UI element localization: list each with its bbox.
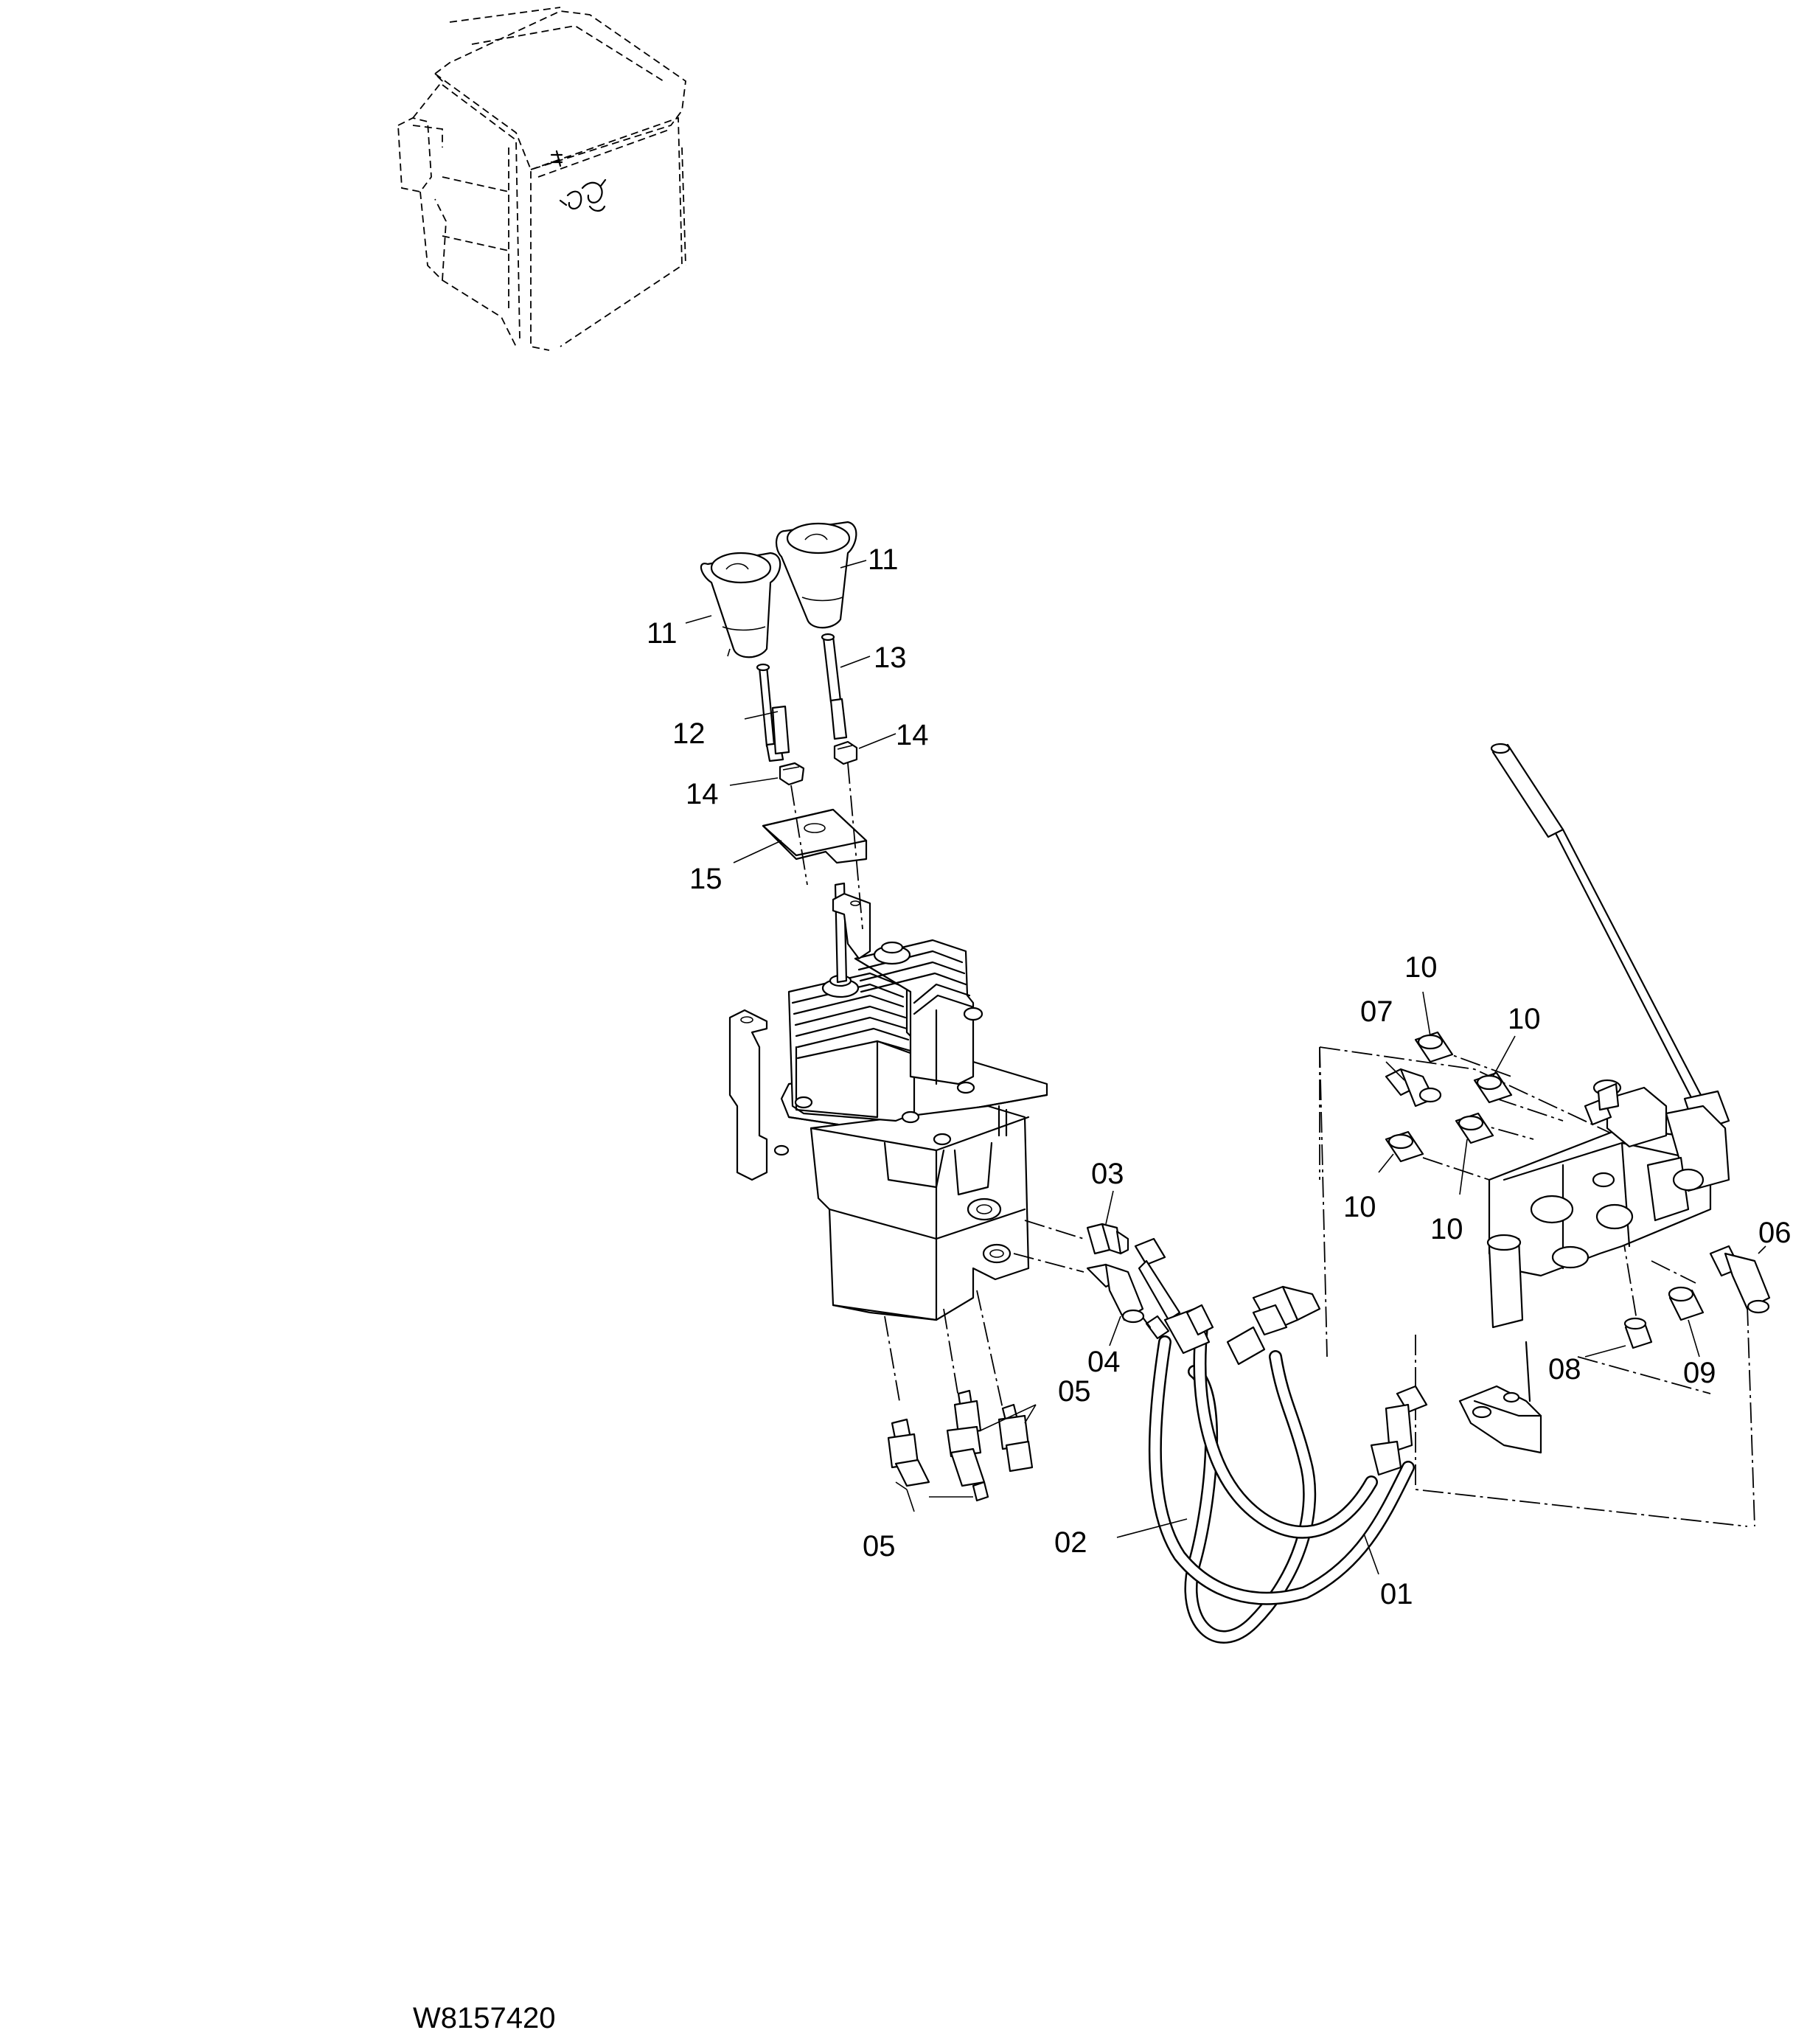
callout-14-left: 14: [686, 778, 719, 810]
callout-08: 08: [1548, 1353, 1581, 1386]
callout-09: 09: [1683, 1357, 1716, 1389]
assembly-centerlines: [790, 762, 1755, 1527]
plug-08: [1623, 1317, 1653, 1349]
plug-09: [1668, 1286, 1705, 1321]
callout-05-lower: 05: [863, 1530, 896, 1562]
callout-12: 12: [672, 717, 706, 750]
callout-04: 04: [1087, 1346, 1121, 1378]
control-knob-right: [776, 521, 857, 629]
callout-07: 07: [1360, 995, 1393, 1028]
callout-11-right: 11: [868, 543, 899, 576]
drawing-code: W8157420: [413, 2002, 555, 2034]
callout-02: 02: [1054, 1526, 1087, 1559]
callout-11-left: 11: [647, 617, 678, 650]
rod-12: [756, 663, 790, 762]
callout-05-upper: 05: [1058, 1375, 1091, 1408]
callout-01: 01: [1380, 1578, 1413, 1610]
callout-10-right: 10: [1508, 1003, 1541, 1035]
leader-lines: [685, 560, 1766, 1575]
callout-10-top: 10: [1404, 951, 1438, 984]
hose-assemblies: [1134, 1237, 1428, 1644]
control-knob-left: [700, 552, 781, 658]
nut-14-left: [779, 762, 805, 786]
plate-15: [762, 808, 868, 864]
fitting-04: [1086, 1263, 1145, 1324]
callout-15: 15: [689, 863, 723, 895]
callout-14-right: 14: [896, 719, 929, 751]
fittings-10: [1385, 1031, 1513, 1163]
rod-13: [821, 633, 848, 740]
fitting-03: [1086, 1223, 1129, 1255]
pilot-control-valve-assembly: [728, 882, 1048, 1321]
callout-03: 03: [1091, 1158, 1124, 1190]
fitting-06: [1709, 1245, 1771, 1314]
callout-10-left-bottom: 10: [1343, 1191, 1376, 1223]
fittings-05: [887, 1389, 1034, 1502]
cab-locator-thumbnail: [397, 7, 686, 351]
fitting-07: [1385, 1068, 1442, 1108]
nut-14-right: [833, 740, 858, 765]
callout-06: 06: [1758, 1217, 1792, 1249]
callout-labels: 01 02 03 04 05 05 06 07 08 09 10 10 10 1…: [647, 543, 1792, 1610]
selector-valve-assembly: [1458, 743, 1730, 1454]
callout-13: 13: [874, 642, 907, 674]
callout-10-right-bottom: 10: [1430, 1213, 1463, 1245]
